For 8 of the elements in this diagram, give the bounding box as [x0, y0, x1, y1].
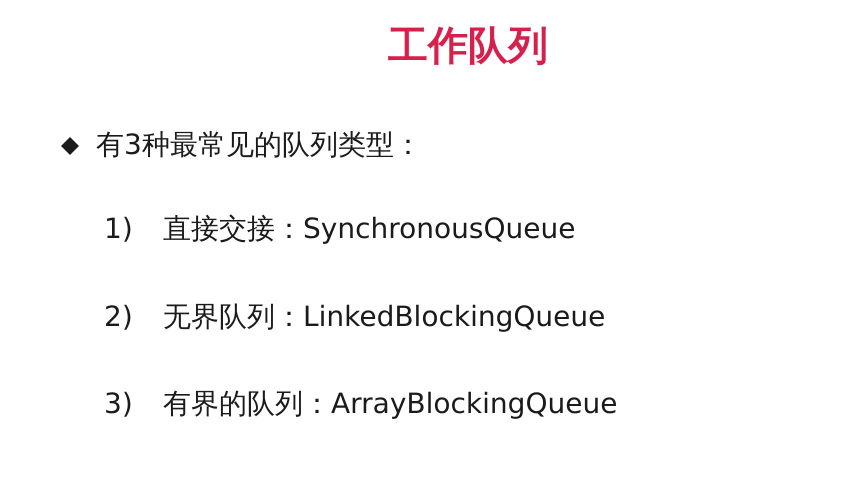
list-item-text: 直接交接：SynchronousQueue	[163, 212, 576, 246]
slide-title: 工作队列	[387, 22, 549, 70]
list-number: 2)	[104, 300, 133, 334]
list-number: 1)	[104, 212, 133, 246]
list-item-text: 无界队列：LinkedBlockingQueue	[163, 300, 606, 334]
bullet-text: 有3种最常见的队列类型：	[96, 128, 422, 162]
list-number: 3)	[104, 387, 133, 421]
list-item-text: 有界的队列：ArrayBlockingQueue	[163, 387, 618, 421]
